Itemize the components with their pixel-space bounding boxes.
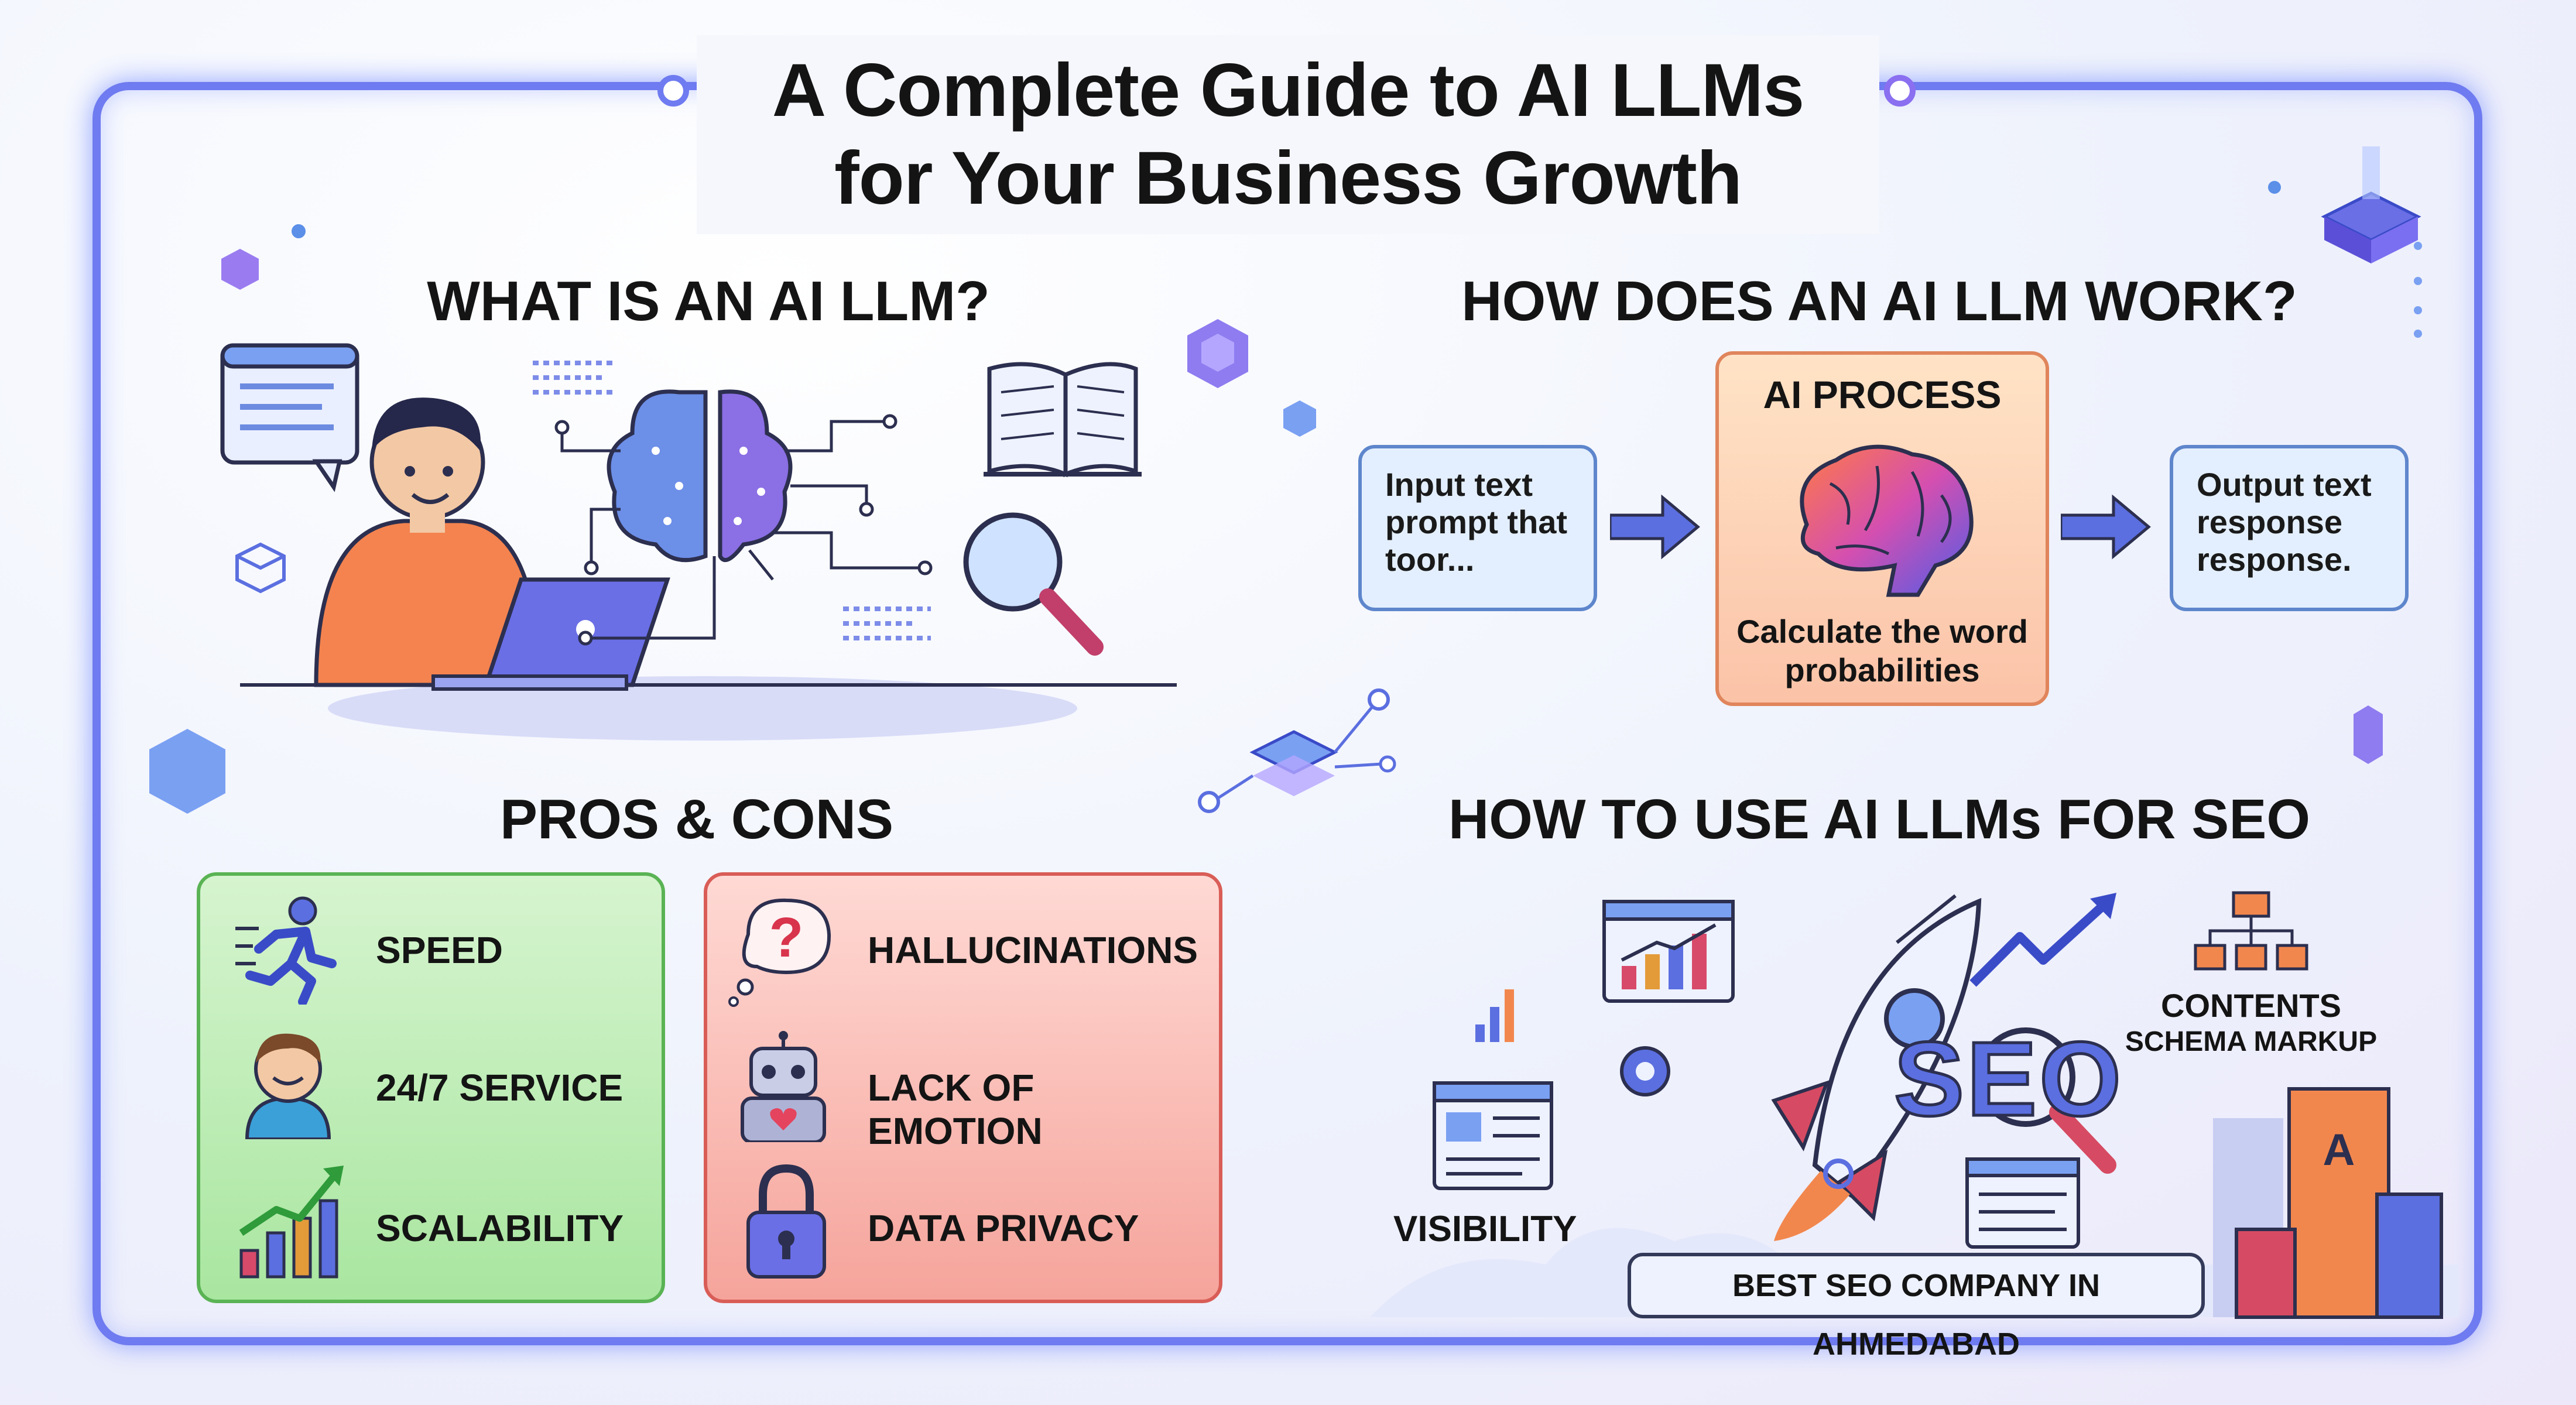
pros-cons-heading: PROS & CONS	[499, 788, 894, 851]
hexagon-mid-icon	[1187, 319, 1248, 388]
arrow-right-icon-1	[1610, 494, 1700, 560]
con-item-data-privacy: DATA PRIVACY	[868, 1207, 1139, 1249]
growth-chart-icon	[239, 1166, 344, 1279]
support-agent-icon	[245, 1033, 331, 1139]
con-item-hallucinations: HALLUCINATIONS	[868, 929, 1198, 971]
dot-deco-icon	[292, 224, 306, 238]
pros-card: SPEED 24/7 SERVICE SCALABILITY	[197, 872, 665, 1303]
contents-label: CONTENTS	[2161, 987, 2341, 1024]
hexagon-small-icon	[1283, 400, 1316, 437]
ai-process-caption: Calculate the word probabilities	[1736, 613, 2028, 688]
hexagon-deco-icon	[221, 249, 259, 290]
neural-brain-icon	[607, 389, 793, 563]
svg-text:?: ?	[769, 906, 804, 969]
title-background	[697, 35, 1879, 234]
pro-item-24-7-service: 24/7 SERVICE	[376, 1067, 624, 1109]
crystal-icon	[2354, 705, 2383, 764]
bar-chart-icon	[1475, 989, 1514, 1042]
dot-column-icon	[2414, 242, 2422, 338]
pro-item-scalability: SCALABILITY	[376, 1207, 624, 1249]
seo-magnifier-icon	[1976, 1027, 2116, 1174]
colorful-brain-icon	[1800, 444, 1974, 597]
input-text-box: Input text prompt that toor...	[1358, 445, 1597, 611]
arrow-right-icon-2	[2061, 494, 2151, 560]
llm-concept-illustration	[220, 343, 1177, 741]
pro-item-speed: SPEED	[376, 929, 503, 971]
main-title-line-1: A Complete Guide to AI LLMs	[772, 49, 1805, 132]
output-text-box: Output text response response.	[2170, 445, 2409, 611]
analytics-window-icon	[1602, 900, 1735, 1003]
chat-window-icon	[220, 343, 359, 492]
main-title-line-2: for Your Business Growth	[834, 136, 1742, 220]
city-buildings-icon: A	[2213, 1087, 2443, 1319]
server-chip-icon	[2321, 146, 2421, 263]
company-label-pill: BEST SEO COMPANY IN AHMEDABAD	[1628, 1253, 2205, 1362]
floating-node-icon	[1198, 688, 1396, 813]
robot-icon	[741, 1031, 826, 1142]
content-window-icon	[1965, 1157, 2080, 1249]
running-person-icon	[235, 896, 337, 1005]
cons-card: ? HALLUCINATIONS LACK OF EMOTION DATA PR…	[704, 872, 1222, 1303]
gear-icon	[1620, 1046, 1670, 1096]
seo-rocket-illustration: A	[1370, 891, 2459, 1319]
person-at-laptop-icon	[314, 397, 541, 687]
magnifying-glass-icon	[963, 512, 1104, 656]
cube-outline-icon	[235, 542, 286, 594]
dot-deco-icon-2	[2268, 181, 2281, 194]
frame-connector-right-icon	[1884, 75, 1916, 107]
what-is-heading: WHAT IS AN AI LLM?	[427, 270, 990, 333]
sitemap-icon	[2194, 891, 2308, 971]
glowing-border-frame	[93, 82, 2482, 1345]
laptop-icon	[431, 577, 670, 691]
svg-text:A: A	[2323, 1125, 2355, 1175]
rocket-icon	[1771, 897, 1982, 1241]
seo-word: SEO	[1892, 1019, 2124, 1140]
open-book-icon	[984, 362, 1142, 478]
hexagon-large-icon	[149, 729, 225, 814]
padlock-icon	[746, 1164, 826, 1279]
con-item-lack-of-emotion: LACK OF EMOTION	[868, 1067, 1043, 1152]
frame-connector-left-icon	[657, 75, 689, 107]
ai-process-box: AI PROCESS Calculate the word probabilit…	[1715, 351, 2049, 706]
visibility-label: VISIBILITY	[1393, 1209, 1577, 1249]
how-it-works-heading: HOW DOES AN AI LLM WORK?	[1461, 270, 2297, 333]
seo-heading: HOW TO USE AI LLMs FOR SEO	[1448, 788, 2311, 851]
schema-markup-label: SCHEMA MARKUP	[2125, 1026, 2378, 1057]
webpage-window-icon	[1433, 1081, 1553, 1190]
question-bubble-icon: ?	[728, 898, 831, 1007]
ai-process-title: AI PROCESS	[1763, 373, 2002, 416]
